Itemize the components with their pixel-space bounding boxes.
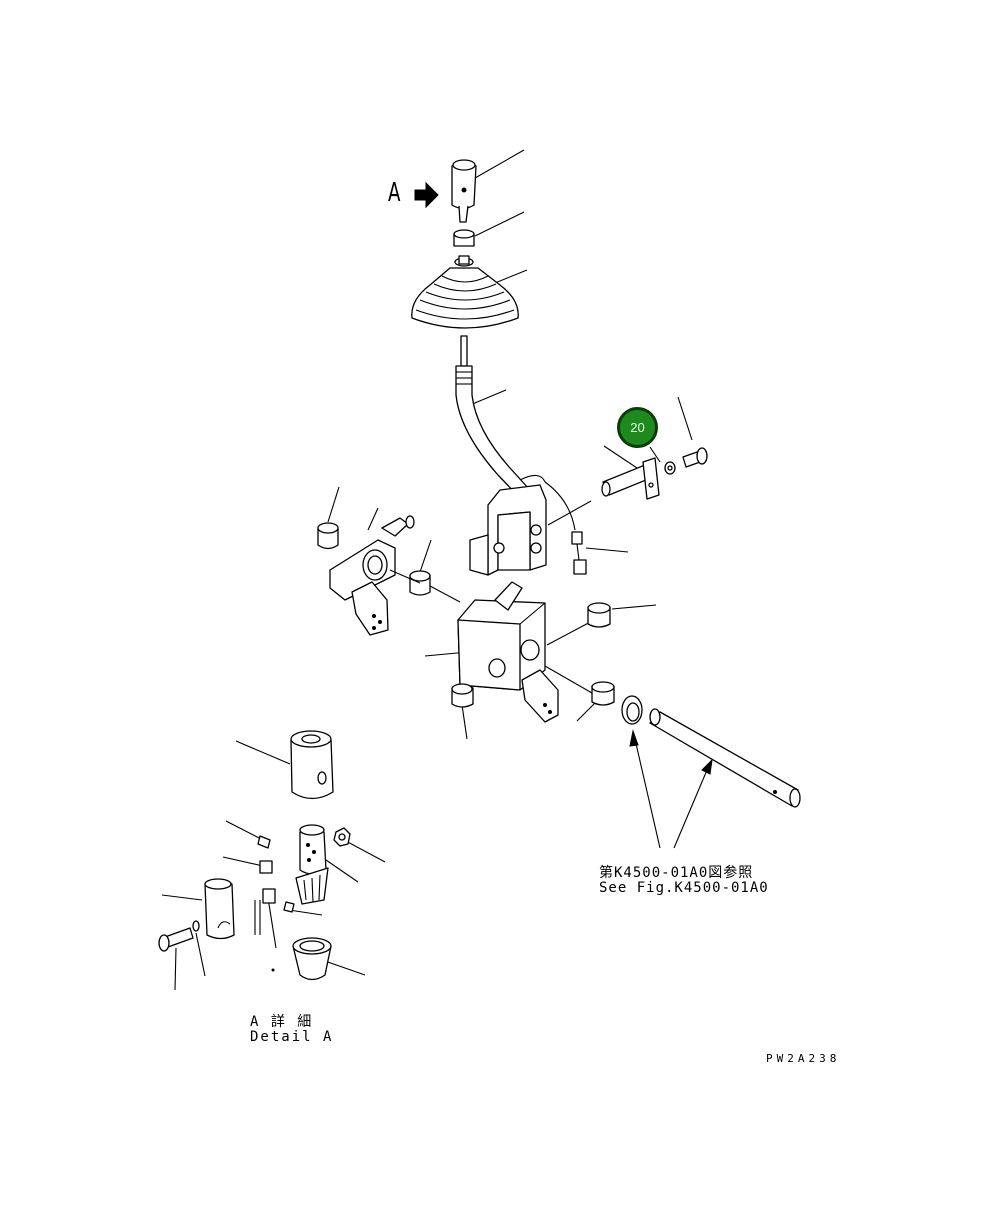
washer-ring [621, 695, 643, 725]
callout-number: 20 [630, 420, 645, 435]
reference-note-jp: 第K4500-01A0図参照 [599, 865, 754, 881]
detail-cup [292, 937, 332, 981]
pivot-pin [601, 447, 708, 500]
rubber-boot [411, 255, 519, 329]
detail-nut [333, 827, 351, 847]
detail-bolt [158, 920, 200, 952]
bushing-lower-left [451, 683, 474, 708]
detail-label-en: Detail A [250, 1029, 334, 1045]
view-label-a: A [388, 178, 401, 208]
lever-bracket [469, 484, 547, 576]
shift-block [457, 581, 559, 723]
reference-note-en: See Fig.K4500-01A0 [599, 880, 769, 896]
bushing-upper-right [587, 602, 611, 628]
detail-knob-body [295, 824, 329, 905]
detail-half-shell [204, 878, 235, 940]
bushing-lower-right [591, 681, 615, 706]
callout-badge[interactable]: 20 [617, 407, 658, 448]
lock-nut [453, 229, 475, 247]
left-bracket-assembly [317, 515, 431, 636]
limit-switch [571, 531, 587, 575]
detail-small-parts [254, 835, 295, 972]
drawing-code: PW2A238 [766, 1052, 841, 1065]
reference-arrows [629, 729, 713, 849]
lever-shaft [455, 335, 576, 531]
detail-knob-cover [290, 730, 334, 800]
long-shaft [649, 708, 801, 808]
detail-label-jp: A 詳 細 [250, 1014, 314, 1030]
view-direction-arrow-icon [414, 181, 439, 209]
leader-lines [161, 149, 693, 991]
lever-knob [451, 159, 477, 223]
